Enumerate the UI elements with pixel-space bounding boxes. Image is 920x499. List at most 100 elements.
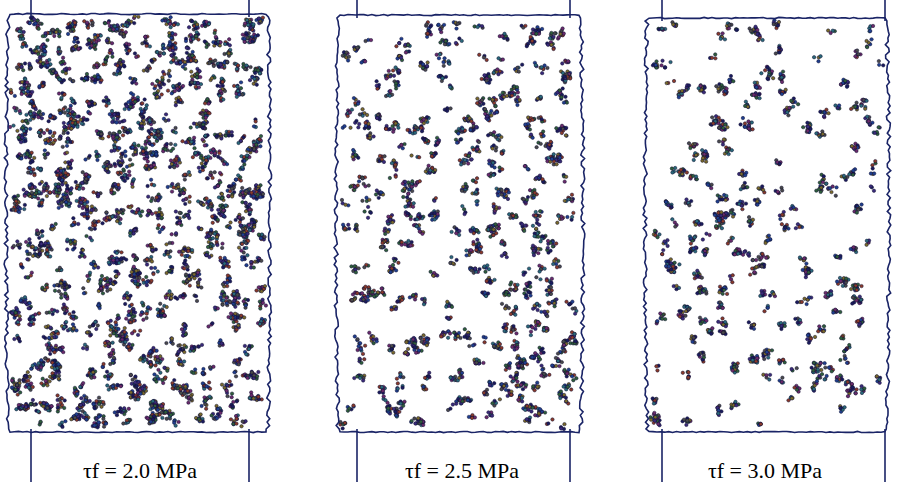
- particle: [220, 383, 223, 386]
- particle: [240, 314, 243, 317]
- particle: [115, 274, 118, 277]
- particle: [219, 85, 222, 88]
- particle: [38, 85, 41, 88]
- particle: [50, 308, 53, 311]
- particle: [151, 143, 154, 146]
- particle: [26, 171, 29, 174]
- particle: [156, 95, 159, 98]
- particle: [113, 183, 116, 186]
- particle: [215, 235, 218, 238]
- particle: [16, 129, 19, 132]
- particle: [70, 97, 73, 100]
- particle: [205, 253, 208, 256]
- particle: [97, 415, 100, 418]
- particle: [111, 341, 114, 344]
- particle: [145, 258, 148, 261]
- particle: [142, 318, 145, 321]
- particle: [182, 280, 185, 283]
- particle: [12, 124, 15, 127]
- particle: [73, 112, 76, 115]
- particle: [88, 154, 91, 157]
- particle: [187, 170, 190, 173]
- particle: [228, 277, 231, 280]
- particle: [19, 243, 22, 246]
- particle: [114, 281, 117, 284]
- specimen: [4, 0, 271, 482]
- particle: [177, 96, 180, 99]
- particle: [81, 206, 84, 209]
- particle: [82, 287, 85, 290]
- particle: [38, 56, 41, 59]
- particle: [203, 144, 206, 147]
- particle: [118, 147, 121, 150]
- particle: [209, 205, 212, 208]
- particle: [19, 140, 22, 143]
- particle: [54, 30, 57, 33]
- particle: [179, 61, 182, 64]
- particle: [72, 216, 75, 219]
- particle: [147, 306, 150, 309]
- particle: [37, 361, 40, 364]
- particle: [89, 262, 92, 265]
- particle: [133, 79, 136, 82]
- particle: [130, 182, 133, 185]
- particle: [190, 70, 193, 73]
- particle: [16, 240, 19, 243]
- particle: [107, 342, 110, 345]
- particle: [65, 151, 68, 154]
- particle: [143, 98, 146, 101]
- particle: [257, 17, 260, 20]
- particle: [32, 18, 35, 21]
- particle: [97, 396, 100, 399]
- particle: [58, 347, 61, 350]
- particle: [166, 250, 169, 253]
- particle: [160, 93, 163, 96]
- particle: [90, 208, 93, 211]
- particle: [28, 94, 31, 97]
- particle: [63, 111, 66, 114]
- particle: [110, 188, 113, 191]
- particle: [259, 145, 262, 148]
- particle: [223, 293, 226, 296]
- particle: [82, 381, 85, 384]
- particle: [247, 347, 250, 350]
- particle: [17, 136, 20, 139]
- particle: [154, 84, 157, 87]
- particle: [20, 92, 23, 95]
- particle-clusters: [8, 15, 267, 429]
- particle: [80, 122, 83, 125]
- particle: [42, 81, 45, 84]
- particle: [202, 203, 205, 206]
- particle: [113, 191, 116, 194]
- particle: [219, 296, 222, 299]
- particle: [66, 131, 69, 134]
- particle: [203, 102, 206, 105]
- particle: [74, 180, 77, 183]
- particle: [107, 102, 110, 105]
- particle: [19, 299, 22, 302]
- particle: [25, 113, 28, 116]
- particle: [20, 86, 23, 89]
- particle: [231, 405, 234, 408]
- particle: [208, 366, 211, 369]
- particle: [61, 425, 64, 428]
- particle: [144, 146, 147, 149]
- particle: [229, 48, 232, 51]
- particle: [31, 90, 34, 93]
- particle: [110, 325, 113, 328]
- particle: [227, 52, 230, 55]
- particle: [169, 16, 172, 19]
- particle: [84, 158, 87, 161]
- particle: [233, 371, 236, 374]
- particle: [60, 204, 63, 207]
- particle: [20, 34, 23, 37]
- particle: [197, 166, 200, 169]
- particle: [92, 191, 95, 194]
- particle: [31, 385, 34, 388]
- particle: [107, 322, 110, 325]
- particle: [178, 211, 181, 214]
- particle: [39, 366, 42, 369]
- particle: [120, 338, 123, 341]
- particle: [128, 348, 131, 351]
- particle: [120, 156, 123, 159]
